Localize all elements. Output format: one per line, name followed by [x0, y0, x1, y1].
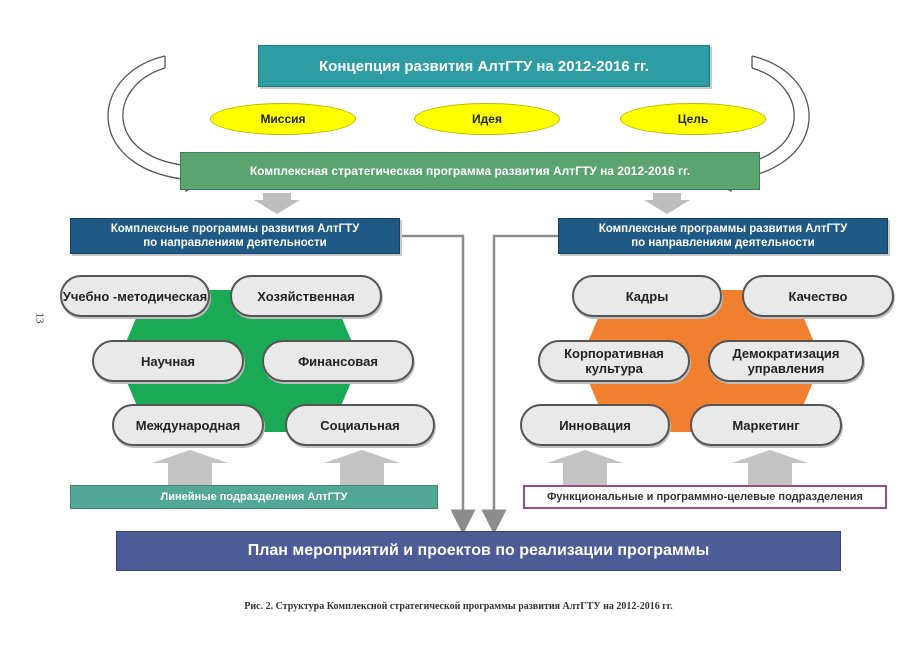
page-number: 13: [33, 312, 46, 324]
right-item-marketing: Маркетинг: [690, 404, 842, 446]
left-item-international: Международная: [112, 404, 264, 446]
right-directions-header: Комплексные программы развития АлтГТУ по…: [558, 218, 888, 254]
right-footer-strip: Функциональные и программно-целевые подр…: [523, 485, 887, 509]
right-item-innovation: Инновация: [520, 404, 670, 446]
implementation-plan-box: План мероприятий и проектов по реализаци…: [116, 531, 841, 571]
down-arrow-left: [254, 193, 300, 214]
concept-mission: Миссия: [210, 103, 356, 135]
up-arrow-4: [732, 450, 808, 485]
left-directions-header: Комплексные программы развития АлтГТУ по…: [70, 218, 400, 254]
up-arrow-3: [547, 450, 623, 485]
strategic-program-bar: Комплексная стратегическая программа раз…: [180, 152, 760, 190]
left-header-line1: Комплексные программы развития АлтГТУ: [110, 223, 360, 235]
concept-goal: Цель: [620, 103, 766, 135]
left-footer-strip: Линейные подразделения АлтГТУ: [70, 485, 438, 509]
right-item-corporate-culture: Корпоративная культура: [538, 340, 690, 382]
right-item-management-democratization: Демократизация управления: [708, 340, 864, 382]
concept-idea: Идея: [414, 103, 560, 135]
up-arrow-2: [324, 450, 400, 485]
right-item-quality: Качество: [742, 275, 894, 317]
figure-caption: Рис. 2. Структура Комплексной стратегиче…: [244, 601, 673, 612]
left-item-economic: Хозяйственная: [230, 275, 382, 317]
left-header-line2: по направлениям деятельности: [143, 237, 327, 249]
right-header-line2: по направлениям деятельности: [631, 237, 815, 249]
concept-title: Концепция развития АлтГТУ на 2012-2016 г…: [258, 45, 710, 87]
left-item-financial: Финансовая: [262, 340, 414, 382]
right-header-line1: Комплексные программы развития АлтГТУ: [598, 223, 848, 235]
right-connector: [481, 234, 558, 535]
down-arrow-right: [644, 193, 690, 214]
right-item-personnel: Кадры: [572, 275, 722, 317]
left-curved-arrow: [108, 55, 191, 179]
up-arrow-1: [152, 450, 228, 485]
left-connector: [402, 234, 476, 535]
left-item-scientific: Научная: [92, 340, 244, 382]
left-item-social: Социальная: [285, 404, 435, 446]
right-hexagon: [580, 290, 822, 432]
left-item-educational: Учебно -методическая: [60, 275, 210, 317]
